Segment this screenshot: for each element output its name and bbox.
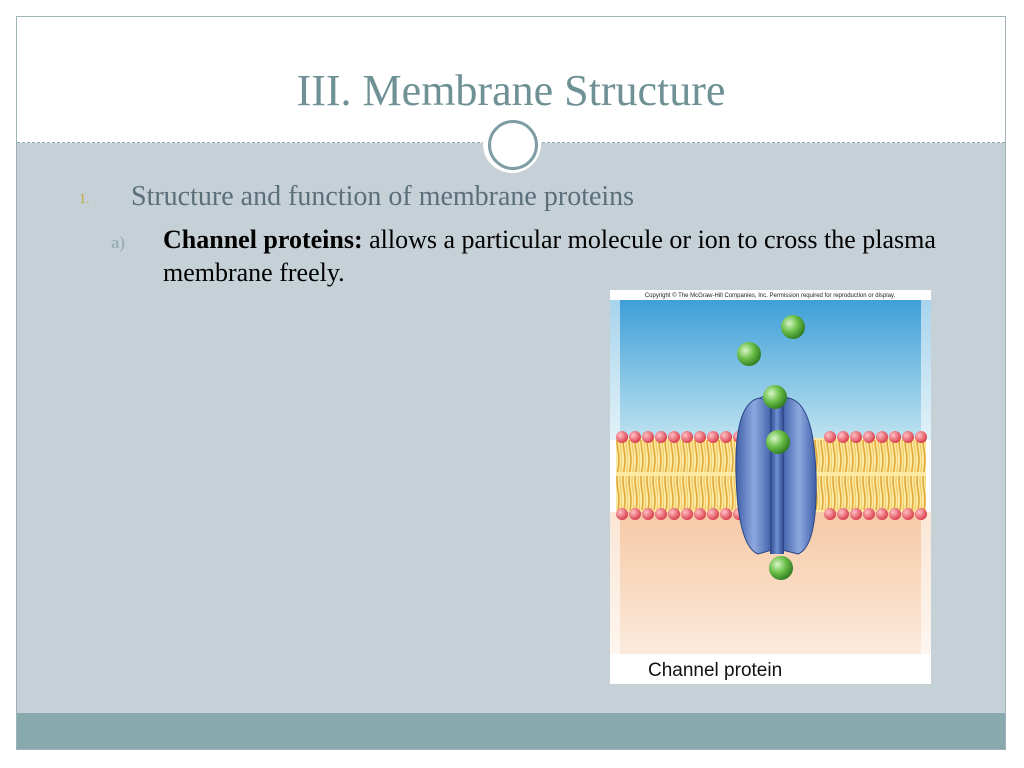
figure-caption: Channel protein <box>648 660 782 681</box>
slide-title: III. Membrane Structure <box>296 66 726 115</box>
bullet-text: Structure and function of membrane prote… <box>131 181 635 212</box>
term-definition: allows a particular molecule or ion to c… <box>163 225 936 287</box>
channel-protein-figure: Copyright © The McGraw-Hill Companies, I… <box>610 290 931 684</box>
molecule <box>769 556 793 580</box>
ring-icon <box>488 120 538 170</box>
bullet-number: 1. <box>79 192 90 207</box>
slide: III. Membrane Structure 1. Structure and… <box>16 16 1006 750</box>
molecule <box>737 342 761 366</box>
footer-band <box>17 713 1005 749</box>
copyright-line: Copyright © The McGraw-Hill Companies, I… <box>645 292 896 299</box>
molecule <box>781 315 805 339</box>
sub-bullet-body: Channel proteins: allows a particular mo… <box>163 223 983 289</box>
sub-bullet-letter: a) <box>111 233 126 252</box>
term-bold: Channel proteins: <box>163 225 363 254</box>
molecule <box>766 430 790 454</box>
channel-protein-illustration: Copyright © The McGraw-Hill Companies, I… <box>610 292 931 684</box>
molecule <box>763 385 787 409</box>
